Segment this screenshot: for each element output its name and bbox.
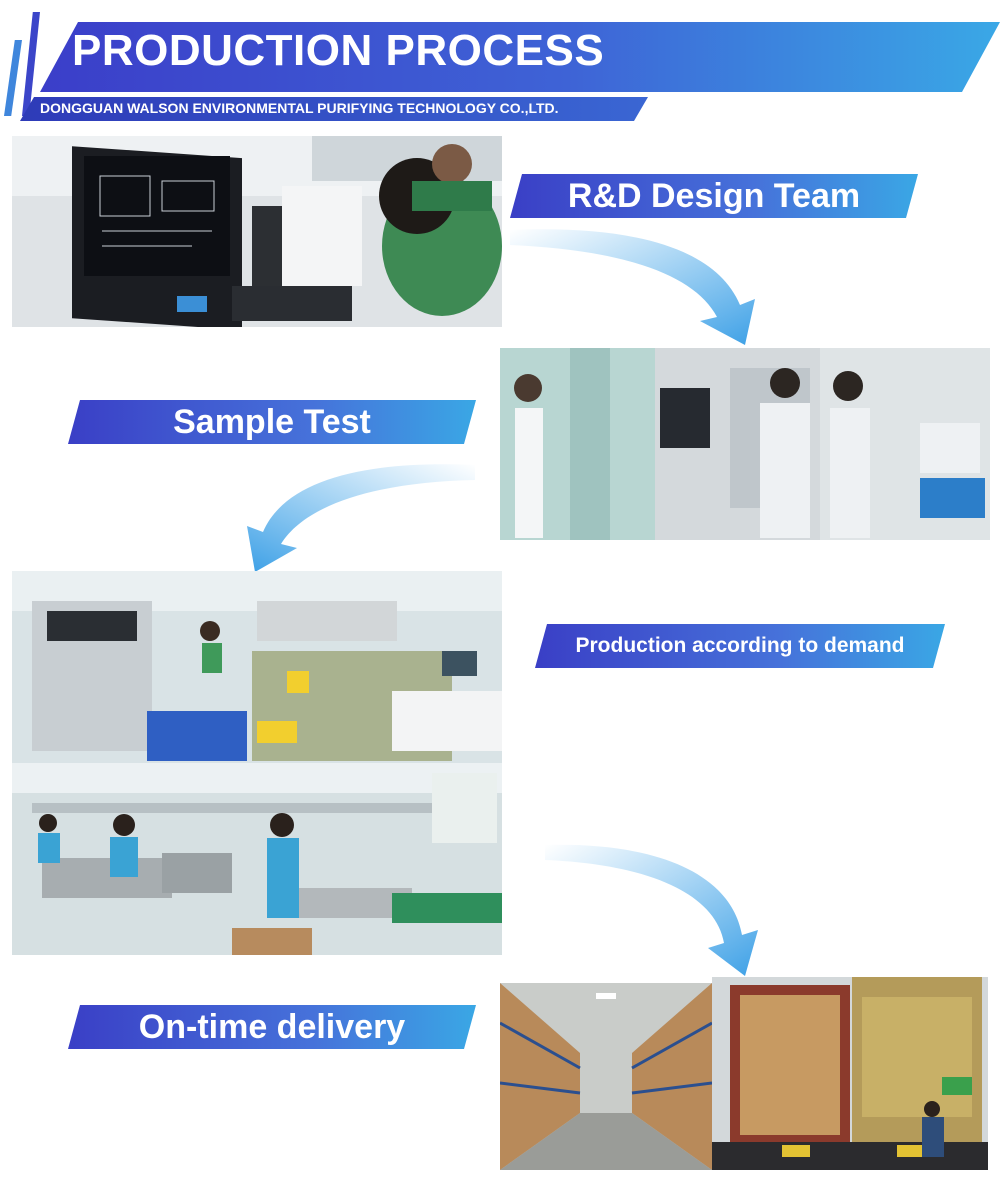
design-office-photo: [12, 136, 502, 327]
lab-testing-photo: [500, 348, 990, 540]
container-loading-photo: [712, 977, 988, 1170]
page-title: PRODUCTION PROCESS: [72, 26, 605, 75]
machine-workshop-photo: [12, 571, 502, 763]
company-banner: [20, 97, 648, 121]
assembly-line-photo: [12, 763, 502, 955]
flow-arrow-icon: [540, 840, 775, 980]
warehouse-photo: [500, 983, 712, 1170]
company-name: DONGGUAN WALSON ENVIRONMENTAL PURIFYING …: [40, 100, 559, 116]
flow-arrow-icon: [225, 460, 480, 575]
step-production-according-to-demand: Production according to demand: [535, 624, 945, 668]
step-sample-test: Sample Test: [68, 400, 476, 444]
header-banner: [40, 22, 1000, 92]
step-on-time-delivery: On-time delivery: [68, 1005, 476, 1049]
step-rd-design-team: R&D Design Team: [510, 174, 918, 218]
flow-arrow-icon: [505, 225, 775, 350]
header-stripe-decoration: [4, 40, 22, 116]
